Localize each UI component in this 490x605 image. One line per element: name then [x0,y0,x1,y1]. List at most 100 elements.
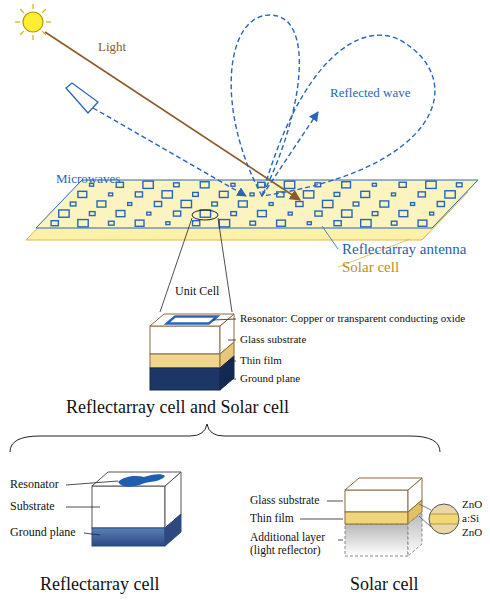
sun-ray [20,9,24,13]
asi-layer [428,514,460,524]
resonator-square [342,182,351,188]
resonator-square [162,191,172,198]
resonator-square [78,191,87,197]
resonator-square [173,211,180,216]
resonator-square [399,211,408,217]
resonator-square [135,220,144,226]
zoom-line [419,504,431,510]
layer-boundary [428,514,460,515]
leader-line [213,319,236,320]
leader-line [300,519,343,520]
leader-line [84,533,100,535]
resonator-square [342,210,352,217]
resonator-square [372,212,378,216]
layer-label: ZnO [462,498,482,511]
sun [23,12,43,32]
resonator-square [426,181,436,188]
sun-ray [46,21,51,22]
resonator-squares [51,181,462,227]
resonator-square [418,192,425,197]
resonator-square [391,193,395,196]
magnifier [429,504,459,534]
microwave-label: Microwaves [56,172,120,187]
resonator-square [231,212,237,216]
section-heading: Reflectarray cell and Solar cell [66,397,289,418]
thin-film-layer [150,354,220,368]
leader-line [228,379,236,380]
resonator-square [250,193,254,196]
resonator-square [323,200,333,207]
part-label: Resonator: Copper or transparent conduct… [240,312,465,325]
resonator-square [334,221,341,226]
light-label: Light [98,40,126,55]
resonator-square [109,193,113,196]
ground-side [165,514,181,546]
resonator-square [437,201,444,206]
resonator-square [231,183,235,186]
part-label: Ground plane [10,526,76,540]
resonator-square [70,202,76,206]
resonator-square [391,221,397,225]
resonator-square [167,316,217,323]
glass-layer [345,490,408,512]
leader-line [66,481,118,485]
leader-line [327,501,343,502]
resonator-square [456,183,462,187]
resonator-square [258,211,267,217]
substrate-layer [92,486,165,528]
resonator-square [430,212,434,215]
resonator-square [372,183,376,186]
resonator-square [445,191,455,198]
resonator-square [51,221,58,226]
part-label: Resonator [10,478,59,492]
layer-label: ZnO [462,526,482,539]
layer-label: a:Si [462,512,479,525]
resonator-square [89,212,95,216]
reflectarray-cell-cube [92,472,181,546]
brace [10,424,440,452]
leader-line [338,540,343,541]
part-label: Thin film [250,512,294,525]
resonator-square [315,211,322,216]
resonator-square [361,191,370,197]
resonator-square [97,201,106,207]
resonator-square [200,210,210,217]
resonator-square [193,221,200,226]
resonator-square [296,201,303,206]
part-label: Substrate [10,500,55,514]
unit-cell-cube [150,314,234,390]
resonator-square [193,192,199,196]
resonator-square [116,211,125,217]
reflector-layer [345,524,408,556]
resonator-square [174,183,180,187]
resonator-square [269,203,273,206]
layer-stack-detail [428,503,460,536]
resonator-square [200,182,209,188]
resonator-square [353,202,359,206]
resonator-square [418,220,427,226]
unit-cell-marker [192,210,218,220]
panel-caption: Solar cell [350,574,418,595]
resonator-square [307,222,311,225]
resonator-square [219,220,229,227]
resonator-square [361,220,371,227]
resonator-square [258,182,265,187]
resonator-square [303,191,313,198]
sun-ray [32,4,33,9]
part-label: Glass substrate [250,494,319,507]
glass-layer [150,326,220,354]
resonator-square [166,222,170,225]
resonator-square [277,220,286,226]
reflected-wave-arrow [262,112,318,196]
resonator-square [334,192,340,196]
resonator-square [135,192,142,197]
sun-ray [42,9,46,13]
top-face [345,478,422,490]
radiation-lobe [231,15,299,196]
sun-ray [20,31,24,35]
sun-rays [15,4,51,40]
resonator-square [380,201,389,207]
part-label: Glass substrate [240,333,306,346]
resonator-square [154,201,161,206]
resonator-square [78,220,88,227]
